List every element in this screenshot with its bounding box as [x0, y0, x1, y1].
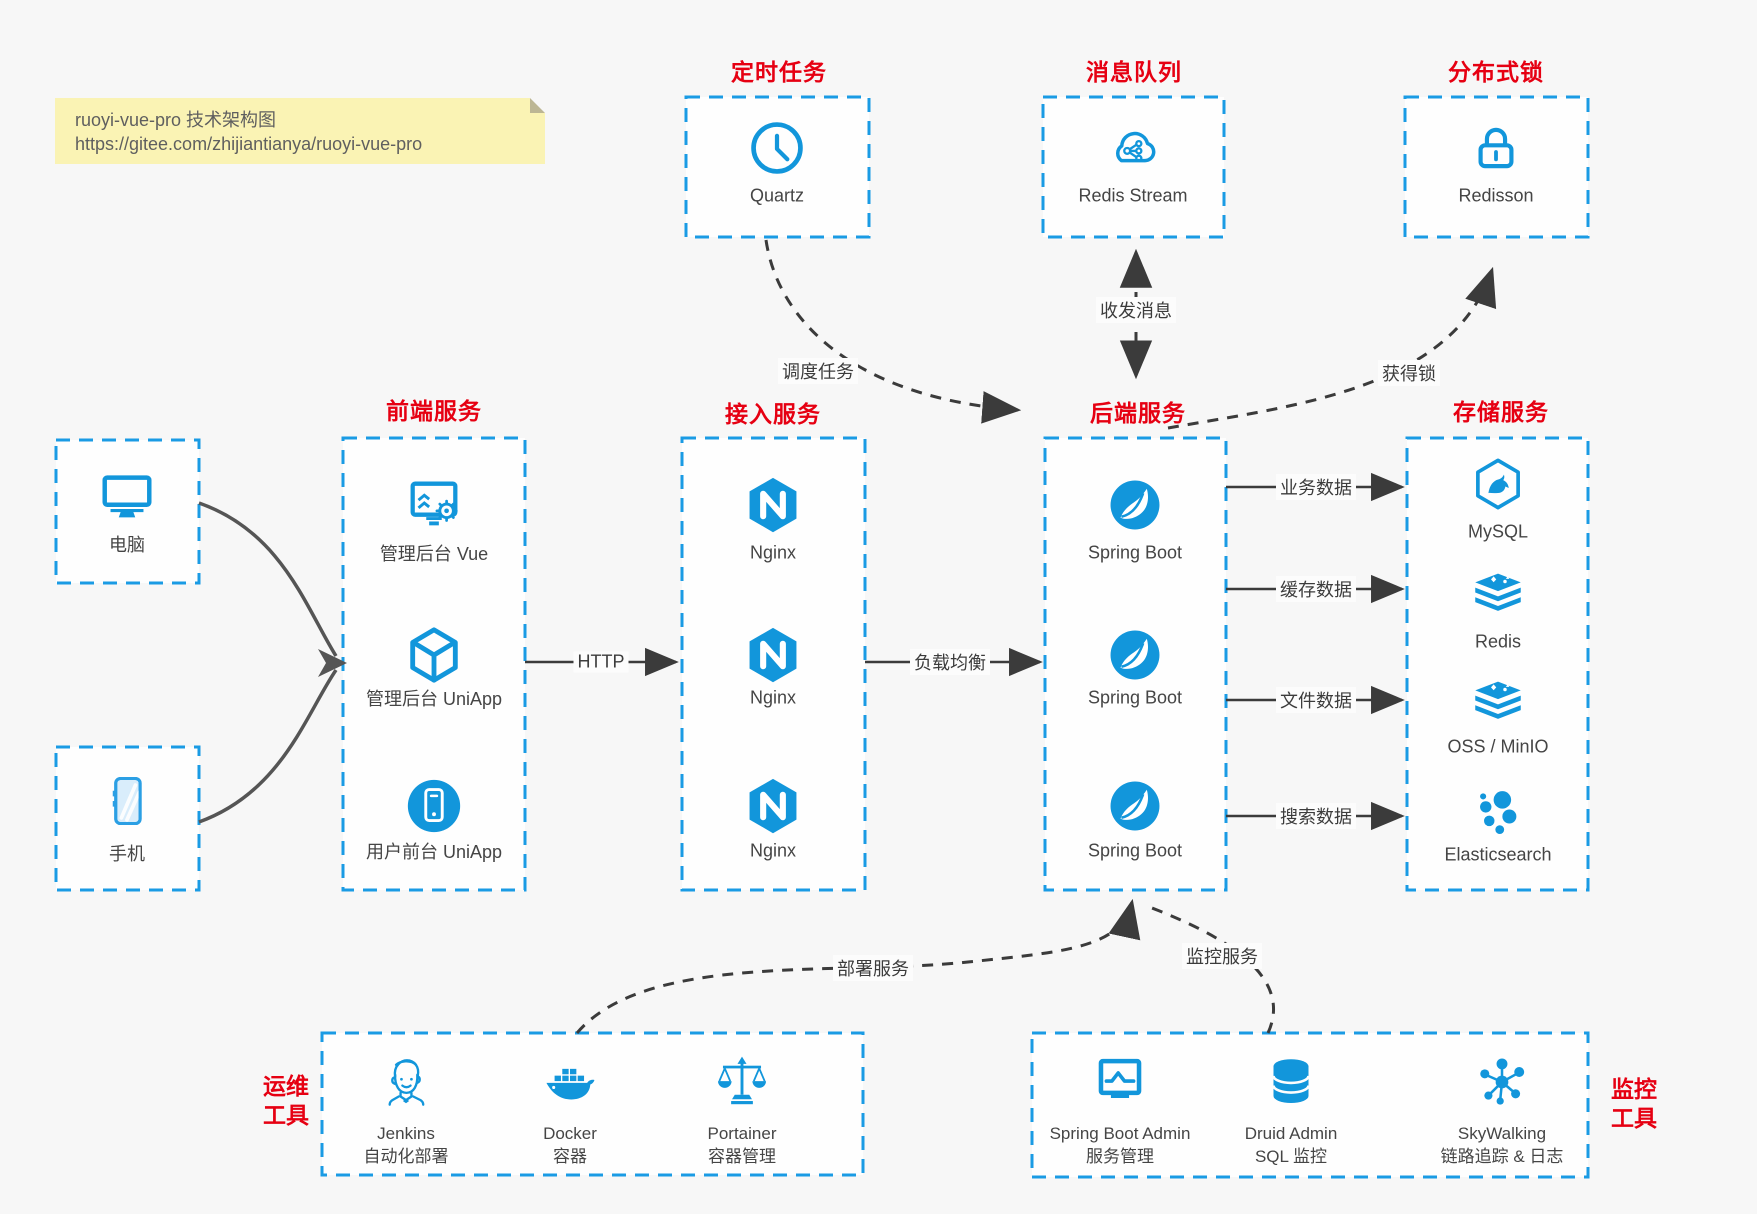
- portainer-sublabel: 容器管理: [707, 1147, 776, 1166]
- user-app-icon: [403, 775, 465, 837]
- group-title-message-queue: 消息队列: [1086, 59, 1182, 85]
- druid-admin-label: Druid Admin: [1244, 1124, 1338, 1143]
- desktop-icon: [96, 465, 158, 527]
- spring-boot-label: Spring Boot: [1087, 687, 1183, 708]
- redisson-label: Redisson: [1458, 185, 1534, 206]
- jenkins-label: Jenkins: [377, 1124, 435, 1143]
- edge-label-schedule-task: 调度任务: [778, 358, 858, 384]
- note-url: https://gitee.com/zhijiantianya/ruoyi-vu…: [75, 134, 423, 154]
- spring-icon: [1106, 476, 1164, 534]
- topology-icon: [1473, 1053, 1531, 1111]
- nginx-label: Nginx: [749, 687, 797, 708]
- druid-admin-item: Druid Admin SQL 监控: [1245, 1122, 1338, 1168]
- uniapp-cube-icon: [403, 624, 465, 686]
- edge-label-http: HTTP: [573, 651, 629, 673]
- mobile-label: 手机: [109, 844, 145, 864]
- spring-icon: [1106, 777, 1164, 835]
- docker-icon: [541, 1053, 599, 1111]
- nginx-icon: [743, 776, 803, 836]
- group-title-monitor-tools: 监控工具: [1611, 1076, 1657, 1131]
- monitor-chart-icon: [1091, 1053, 1149, 1111]
- user-uniapp-label: 用户前台 UniApp: [365, 842, 503, 862]
- note-title: ruoyi-vue-pro 技术架构图: [75, 110, 277, 130]
- lock-icon: [1467, 119, 1525, 177]
- mysql-label: MySQL: [1467, 521, 1529, 542]
- edge-label-search-data: 搜索数据: [1276, 803, 1356, 829]
- redis-stream-label: Redis Stream: [1078, 185, 1188, 206]
- admin-uniapp-label: 管理后台 UniApp: [365, 689, 503, 709]
- docker-label: Docker: [543, 1124, 597, 1143]
- portainer-icon: [713, 1053, 771, 1111]
- nginx-label: Nginx: [749, 542, 797, 563]
- jenkins-icon: [377, 1053, 435, 1111]
- storage-box: [1405, 436, 1590, 892]
- portainer-item: Portainer 容器管理: [708, 1122, 777, 1168]
- edge-label-monitor-service: 监控服务: [1182, 943, 1262, 969]
- nginx-icon: [743, 475, 803, 535]
- spring-boot-admin-item: Spring Boot Admin 服务管理: [1050, 1122, 1191, 1168]
- group-title-ops-tools: 运维工具: [263, 1073, 309, 1128]
- docker-sublabel: 容器: [552, 1147, 587, 1166]
- edge-label-file-data: 文件数据: [1276, 687, 1356, 713]
- spring-boot-label: Spring Boot: [1087, 542, 1183, 563]
- monitor-tools-box: [1030, 1031, 1590, 1179]
- mysql-icon: [1470, 456, 1526, 512]
- quartz-label: Quartz: [749, 185, 805, 206]
- edge-label-cache-data: 缓存数据: [1276, 576, 1356, 602]
- spring-boot-admin-label: Spring Boot Admin: [1049, 1124, 1191, 1143]
- admin-vue-icon: [403, 474, 465, 536]
- group-title-backend: 后端服务: [1090, 400, 1186, 426]
- druid-admin-sublabel: SQL 监控: [1254, 1147, 1328, 1166]
- elasticsearch-icon: [1470, 785, 1526, 841]
- jenkins-sublabel: 自动化部署: [363, 1147, 449, 1166]
- quartz-box: [684, 95, 871, 239]
- database-icon: [1263, 1054, 1319, 1110]
- jenkins-item: Jenkins 自动化部署: [364, 1122, 449, 1168]
- cloud-stream-icon: [1102, 117, 1164, 179]
- group-title-distributed-lock: 分布式锁: [1448, 59, 1544, 85]
- oss-stack-icon: [1470, 672, 1526, 728]
- spring-icon: [1106, 626, 1164, 684]
- redis-stream-box: [1041, 95, 1226, 239]
- skywalking-sublabel: 链路追踪 & 日志: [1440, 1147, 1564, 1166]
- nginx-icon: [743, 625, 803, 685]
- clock-icon: [747, 118, 807, 178]
- group-title-storage: 存储服务: [1453, 399, 1549, 425]
- pc-label: 电脑: [109, 535, 145, 555]
- skywalking-label: SkyWalking: [1457, 1124, 1547, 1143]
- group-title-gateway: 接入服务: [725, 401, 821, 427]
- client-arrows: [198, 501, 338, 824]
- client-arrowhead: [318, 649, 347, 677]
- redis-stack-icon: [1470, 564, 1526, 620]
- edge-label-business-data: 业务数据: [1276, 474, 1356, 500]
- skywalking-item: SkyWalking 链路追踪 & 日志: [1441, 1122, 1564, 1168]
- edge-label-load-balance: 负载均衡: [910, 649, 990, 675]
- redis-label: Redis: [1474, 631, 1522, 652]
- note-fold-corner: [530, 98, 545, 113]
- elasticsearch-label: Elasticsearch: [1444, 844, 1552, 865]
- spring-boot-label: Spring Boot: [1087, 840, 1183, 861]
- mobile-icon: [97, 771, 157, 831]
- portainer-label: Portainer: [707, 1124, 777, 1143]
- edge-label-acquire-lock: 获得锁: [1378, 360, 1440, 386]
- docker-item: Docker 容器: [543, 1122, 597, 1168]
- ops-tools-box: [320, 1031, 865, 1177]
- group-title-scheduled-task: 定时任务: [731, 59, 827, 85]
- nginx-label: Nginx: [749, 840, 797, 861]
- edge-label-deploy-service: 部署服务: [833, 955, 913, 981]
- admin-vue-label: 管理后台 Vue: [379, 544, 489, 564]
- oss-minio-label: OSS / MinIO: [1447, 736, 1549, 757]
- group-title-frontend: 前端服务: [386, 398, 482, 424]
- sticky-note: ruoyi-vue-pro 技术架构图 https://gitee.com/zh…: [55, 98, 545, 164]
- spring-boot-admin-sublabel: 服务管理: [1086, 1147, 1154, 1166]
- edge-label-send-receive-message: 收发消息: [1096, 297, 1176, 323]
